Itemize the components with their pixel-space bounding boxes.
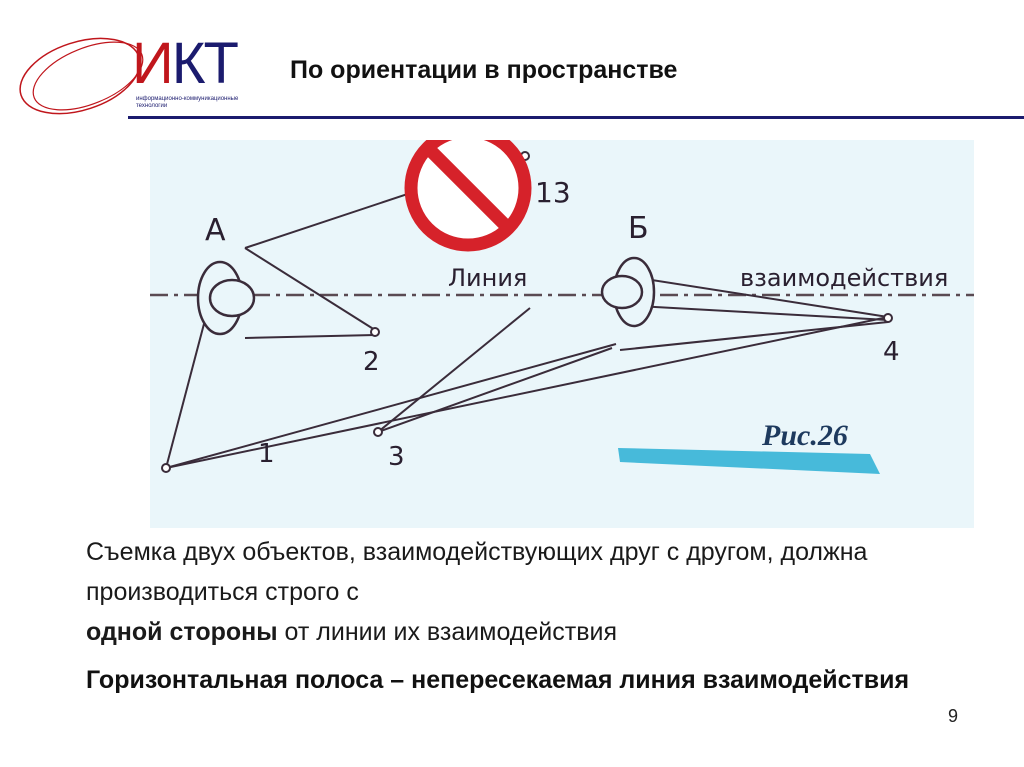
figure-diagram: А Б Линия взаимодействия 2 3 1 4 13 Рис.… xyxy=(150,124,974,528)
camera-lines xyxy=(165,154,889,469)
page-title: По ориентации в пространстве xyxy=(290,56,678,84)
point-2-dot xyxy=(370,327,380,337)
point-2-label: 2 xyxy=(363,347,380,377)
point-3-dot xyxy=(373,427,383,437)
point-1-dot xyxy=(161,463,171,473)
caption-text: Съемка двух объектов, взаимодействующих … xyxy=(86,538,868,646)
point-4-dot xyxy=(883,313,893,323)
caption-bold: одной стороны xyxy=(86,618,278,646)
title-divider xyxy=(128,116,1024,119)
label-b: Б xyxy=(628,211,649,246)
person-a-icon xyxy=(196,260,256,336)
logo-swoosh xyxy=(19,37,144,115)
line-word-right: взаимодействия xyxy=(740,264,948,292)
ikt-logo xyxy=(10,18,280,128)
note-text: Горизонтальная полоса – непересекаемая л… xyxy=(86,666,910,694)
point-4-label: 4 xyxy=(883,337,900,367)
logo-text: ИКТ xyxy=(132,31,239,96)
point-3-label: 3 xyxy=(388,442,405,472)
label-a: А xyxy=(205,213,226,248)
blue-band xyxy=(618,448,880,474)
camera-points xyxy=(161,151,893,473)
person-b-icon xyxy=(600,256,656,328)
point-1-label: 1 xyxy=(258,439,275,469)
page-number: 9 xyxy=(948,706,959,726)
line-word-left: Линия xyxy=(448,264,527,292)
prohibition-icon xyxy=(404,124,532,252)
logo-subtitle: информационно-коммуникационные технологи… xyxy=(136,96,239,109)
point-5-label: 13 xyxy=(535,176,571,209)
figure-caption: Рис.26 xyxy=(761,419,848,452)
